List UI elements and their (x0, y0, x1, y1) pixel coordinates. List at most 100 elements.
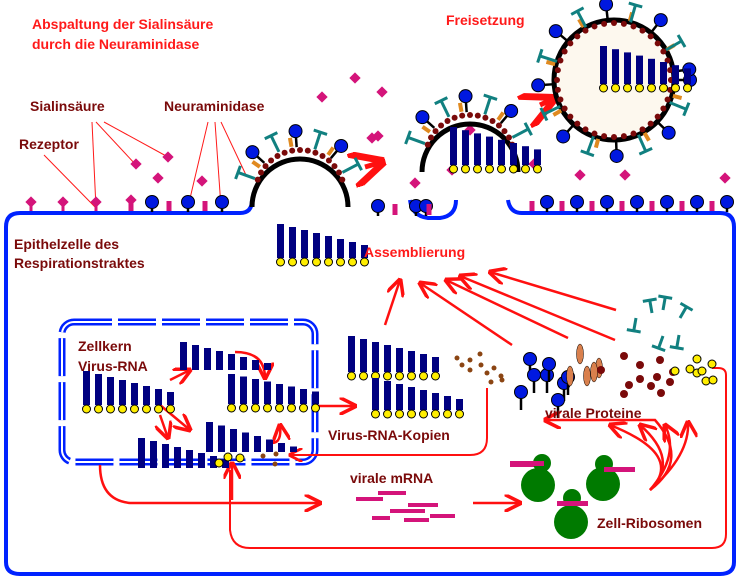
mrna-icon (372, 516, 390, 520)
rna-replicate (227, 374, 320, 413)
receptor-icon (679, 201, 685, 211)
polymerase-icon (499, 377, 505, 383)
sialic-acid-icon (409, 177, 421, 189)
matrix-protein (639, 27, 646, 34)
matrix-protein (304, 147, 311, 154)
hemagglutinin-icon (651, 335, 666, 353)
m2-channel (642, 131, 651, 142)
matrix-protein (254, 176, 261, 183)
m2-channel (577, 18, 586, 29)
rna-segments-cytoplasm (276, 224, 369, 267)
matrix-protein (474, 112, 481, 119)
hemagglutinin-icon (637, 134, 653, 156)
mrna-icon (378, 491, 406, 495)
matrix-protein (331, 163, 338, 170)
receptor-icon (392, 204, 398, 215)
matrix-protein (335, 169, 342, 176)
virion-rna-segments (449, 127, 542, 174)
receptor-icon (202, 201, 208, 211)
matrix-protein (554, 86, 561, 93)
matrix-protein (501, 128, 508, 135)
matrix-protein-icon (620, 352, 628, 360)
m2-channel (287, 137, 294, 148)
matrix-protein (611, 20, 617, 26)
receptor-icon (559, 201, 565, 211)
matrix-protein-icon (636, 375, 644, 383)
matrix-protein (451, 114, 458, 121)
matrix-protein (654, 113, 661, 120)
label-neuraminidase: Neuraminidase (164, 98, 265, 114)
matrix-protein-icon (656, 356, 664, 364)
matrix-protein (582, 126, 589, 133)
hemagglutinin-icon (313, 128, 328, 150)
neuraminidase-head-icon (504, 103, 519, 118)
matrix-protein (567, 113, 574, 120)
matrix-protein (505, 134, 512, 141)
matrix-protein (467, 112, 473, 118)
matrix-protein (268, 157, 275, 164)
title-line-2: durch die Neuraminidase (32, 36, 200, 52)
label-epithelzelle-1: Epithelzelle des (14, 236, 120, 252)
ribosome-large-subunit (521, 468, 555, 502)
polymerase-icon (488, 379, 494, 385)
polymerase-icon (272, 461, 278, 467)
matrix-protein (297, 147, 303, 153)
m2-channel (326, 146, 335, 157)
matrix-protein (601, 20, 608, 27)
viral-envelope (249, 156, 351, 208)
nucleoprotein-icon (707, 359, 717, 369)
matrix-protein (591, 23, 598, 30)
sialic-acid-icon (57, 196, 69, 208)
neuraminidase-head-icon (661, 125, 676, 140)
m2-channel (457, 102, 464, 113)
neuraminidase-head-icon (660, 195, 674, 209)
sialic-acid-icon (125, 194, 137, 206)
matrix-protein (639, 126, 646, 133)
hemagglutinin-icon (536, 48, 558, 64)
rna-segments-nucleus (138, 438, 229, 468)
neuraminidase-head-icon (334, 138, 349, 153)
arrows (98, 99, 688, 503)
neuraminidase-head-icon (215, 195, 229, 209)
polymerase-icon (260, 453, 266, 459)
ribosome-large-subunit (586, 467, 620, 501)
hemagglutinin-icon (669, 334, 684, 351)
label-epithelzelle-2: Respirationstraktes (14, 255, 145, 271)
matrix-protein (582, 27, 589, 34)
neuraminidase-head-icon (609, 148, 624, 163)
mrna-on-ribosome (510, 461, 544, 466)
hemagglutinin-icon (264, 131, 281, 153)
neuraminidase-head-icon (540, 195, 554, 209)
neuraminidase-head-icon (527, 368, 541, 382)
matrix-protein (620, 20, 627, 27)
matrix-protein (630, 23, 637, 30)
mrna-icon (356, 497, 383, 501)
matrix-protein-icon (653, 373, 661, 381)
label-assemblierung: Assemblierung (364, 244, 466, 260)
sialic-acid-icon (349, 72, 361, 84)
hemagglutinin-icon (678, 301, 694, 319)
label-zell-ribosomen: Zell-Ribosomen (597, 515, 703, 531)
hemagglutinin-icon (234, 165, 256, 180)
sialic-acid-icon (130, 158, 142, 170)
mrna-icon (408, 503, 438, 507)
matrix-protein (482, 114, 489, 121)
nucleoprotein-icon (697, 366, 707, 376)
receptor-icon (589, 201, 595, 211)
matrix-protein (591, 130, 598, 137)
polymerase-icon (454, 355, 460, 361)
hemagglutinin-icon (483, 93, 498, 115)
nucleoprotein-icon (214, 458, 224, 468)
m2-protein-icon (583, 365, 591, 387)
m2-channel (672, 93, 683, 101)
neuraminidase-head-icon (653, 13, 668, 28)
mrna-icon (430, 514, 455, 518)
neuraminidase-head-icon (245, 145, 260, 160)
matrix-protein (647, 33, 654, 40)
m2-protein-icon (576, 343, 584, 365)
neuraminidase-head-icon (288, 124, 303, 139)
sialic-acid-icon (162, 151, 174, 163)
matrix-protein (557, 57, 564, 64)
neuraminidase-head-icon (599, 0, 614, 12)
sialic-acid-icon (376, 86, 388, 98)
